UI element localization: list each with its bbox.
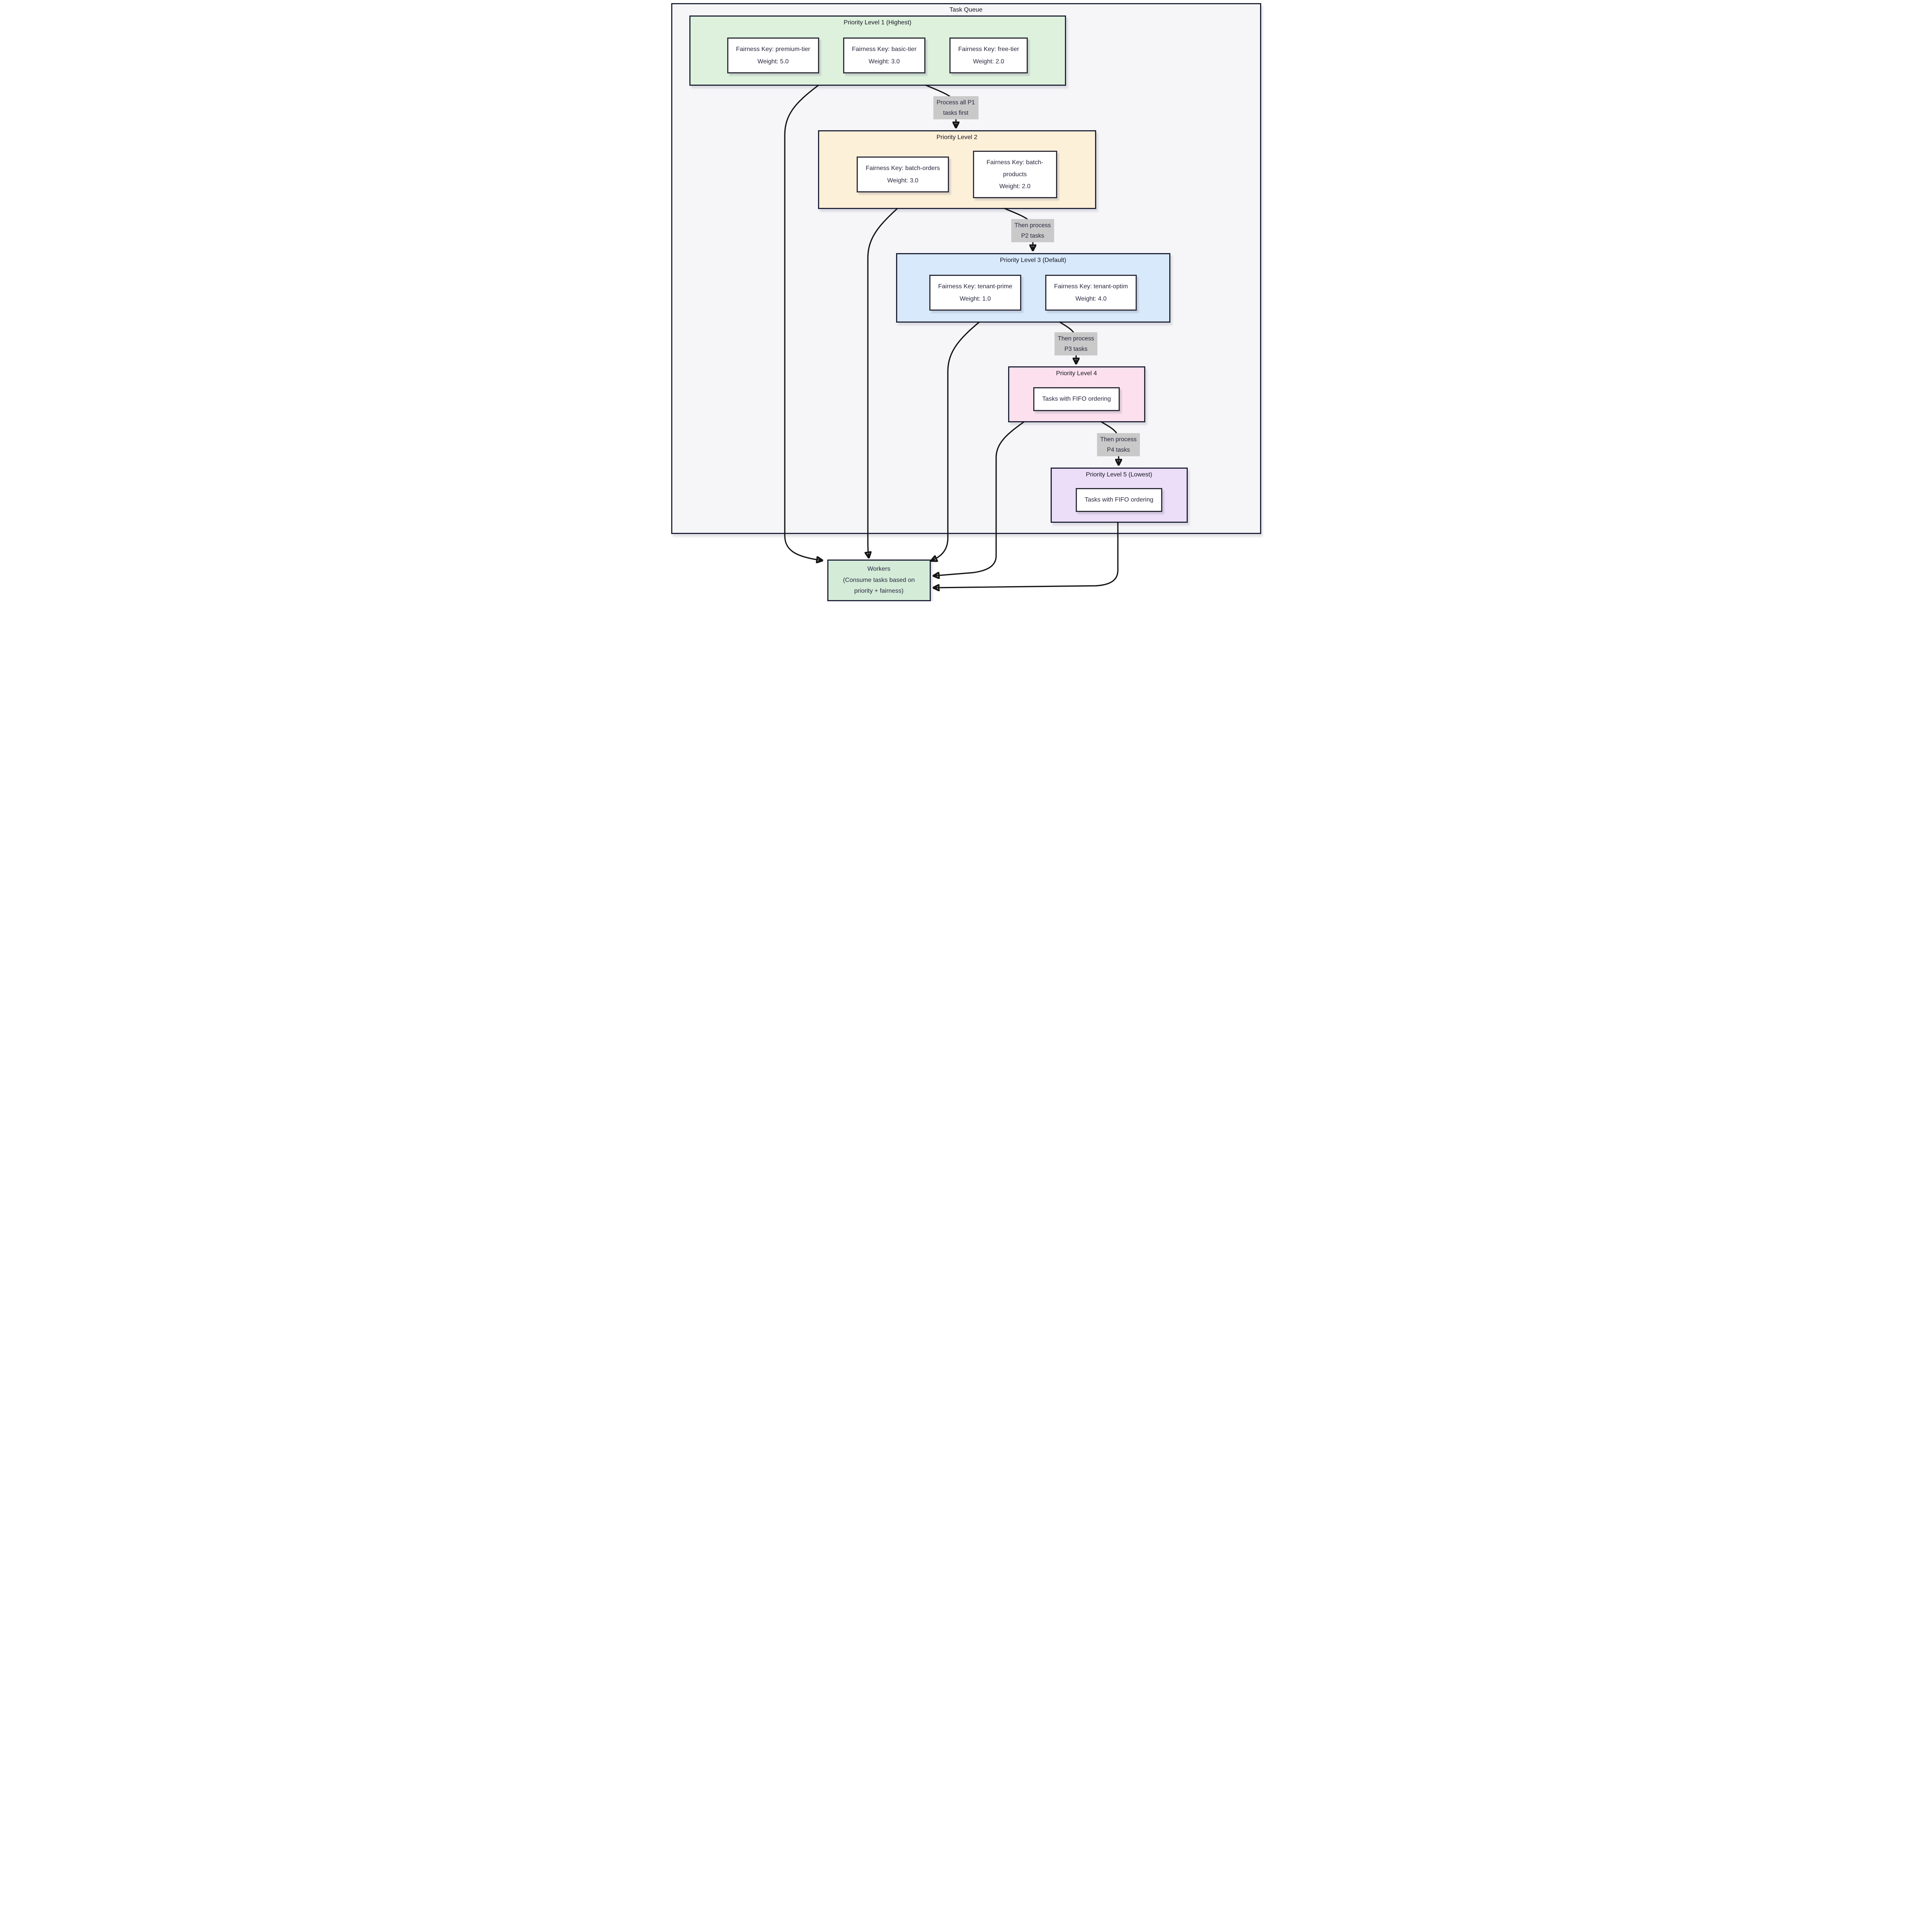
node-basic-tier-weight: Weight: 3.0: [869, 58, 900, 65]
node-tenant-prime-key: Fairness Key: tenant-prime: [938, 283, 1012, 290]
edge-label-p3-p4-line1: Then process: [1058, 335, 1094, 342]
workers-line-1: Workers: [867, 565, 891, 572]
edge-label-p3-p4-line2: P3 tasks: [1064, 346, 1088, 352]
priority-level-5-nodes: Tasks with FIFO ordering: [1052, 478, 1187, 522]
node-batch-orders: Fairness Key: batch-orders Weight: 3.0: [857, 156, 949, 192]
node-free-tier: Fairness Key: free-tier Weight: 2.0: [949, 37, 1028, 73]
node-tenant-optim-weight: Weight: 4.0: [1075, 295, 1107, 302]
priority-level-2-title: Priority Level 2: [936, 134, 978, 141]
node-fifo-p4: Tasks with FIFO ordering: [1033, 387, 1120, 411]
node-basic-tier-key: Fairness Key: basic-tier: [852, 46, 917, 53]
node-batch-products-key: Fairness Key: batch-products: [986, 159, 1043, 178]
priority-level-5-box: Priority Level 5 (Lowest) Tasks with FIF…: [1050, 468, 1188, 523]
node-fifo-p5: Tasks with FIFO ordering: [1076, 488, 1162, 512]
edge-label-p1-p2-line2: tasks first: [943, 110, 969, 116]
node-tenant-optim: Fairness Key: tenant-optim Weight: 4.0: [1045, 275, 1137, 311]
node-batch-orders-key: Fairness Key: batch-orders: [866, 165, 940, 172]
workers-line-3: priority + fairness): [854, 588, 904, 595]
edge-label-p4-p5-line2: P4 tasks: [1107, 447, 1130, 453]
priority-level-2-box: Priority Level 2 Fairness Key: batch-ord…: [818, 130, 1096, 209]
node-batch-orders-weight: Weight: 3.0: [887, 177, 918, 184]
node-fifo-p4-label: Tasks with FIFO ordering: [1042, 396, 1111, 403]
node-tenant-optim-key: Fairness Key: tenant-optim: [1054, 283, 1128, 290]
edge-label-p3-p4: Then process P3 tasks: [1054, 332, 1098, 356]
diagram-canvas: Task Queue Priority Level 1 (Highest) Fa…: [668, 0, 1264, 601]
node-premium-tier: Fairness Key: premium-tier Weight: 5.0: [727, 37, 819, 73]
edge-label-p4-p5-line1: Then process: [1100, 436, 1137, 443]
edge-label-p1-p2-line1: Process all P1: [936, 99, 975, 106]
node-batch-products: Fairness Key: batch-products Weight: 2.0: [973, 150, 1057, 199]
edge-label-p1-p2: Process all P1 tasks first: [933, 96, 979, 120]
edge-label-p2-p3-line2: P2 tasks: [1021, 233, 1044, 239]
edge-label-p2-p3: Then process P2 tasks: [1011, 219, 1054, 243]
node-free-tier-key: Fairness Key: free-tier: [958, 46, 1019, 53]
priority-level-5-title: Priority Level 5 (Lowest): [1086, 471, 1152, 478]
priority-level-2-nodes: Fairness Key: batch-orders Weight: 3.0 F…: [819, 141, 1095, 208]
edge-label-p4-p5: Then process P4 tasks: [1097, 433, 1140, 457]
node-basic-tier: Fairness Key: basic-tier Weight: 3.0: [843, 37, 925, 73]
priority-level-1-nodes: Fairness Key: premium-tier Weight: 5.0 F…: [690, 26, 1065, 85]
priority-level-4-title: Priority Level 4: [1056, 370, 1097, 377]
edge-label-p2-p3-line1: Then process: [1014, 222, 1051, 229]
priority-level-3-title: Priority Level 3 (Default): [1000, 257, 1066, 264]
node-free-tier-weight: Weight: 2.0: [973, 58, 1004, 65]
workers-line-2: (Consume tasks based on: [843, 577, 915, 583]
task-queue-title: Task Queue: [949, 7, 983, 13]
node-fifo-p5-label: Tasks with FIFO ordering: [1085, 497, 1153, 503]
priority-level-1-title: Priority Level 1 (Highest): [844, 19, 912, 26]
priority-level-4-nodes: Tasks with FIFO ordering: [1009, 377, 1144, 421]
priority-level-1-box: Priority Level 1 (Highest) Fairness Key:…: [689, 15, 1066, 86]
priority-level-4-box: Priority Level 4 Tasks with FIFO orderin…: [1008, 366, 1145, 422]
node-tenant-prime: Fairness Key: tenant-prime Weight: 1.0: [929, 275, 1021, 311]
node-batch-products-weight: Weight: 2.0: [999, 183, 1031, 190]
priority-level-3-box: Priority Level 3 (Default) Fairness Key:…: [896, 253, 1170, 323]
node-premium-tier-key: Fairness Key: premium-tier: [736, 46, 810, 53]
node-tenant-prime-weight: Weight: 1.0: [959, 295, 991, 302]
node-premium-tier-weight: Weight: 5.0: [757, 58, 789, 65]
workers-box: Workers (Consume tasks based on priority…: [827, 560, 931, 601]
priority-level-3-nodes: Fairness Key: tenant-prime Weight: 1.0 F…: [897, 264, 1169, 321]
